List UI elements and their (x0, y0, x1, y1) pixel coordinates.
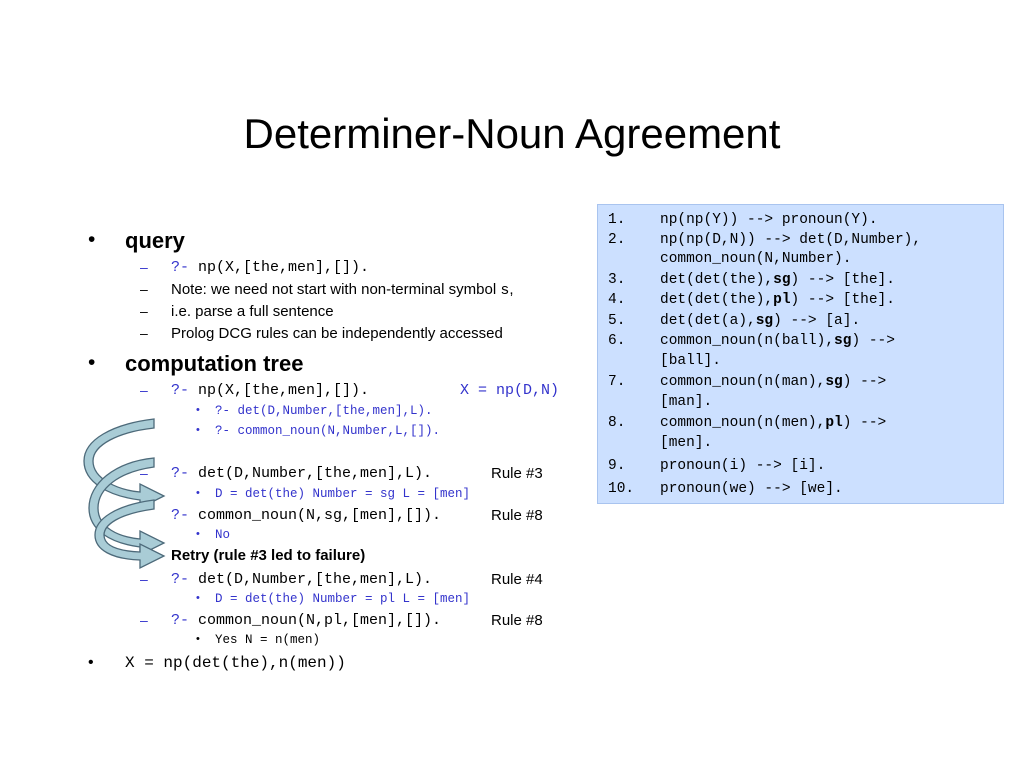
bullet-icon: • (88, 228, 96, 251)
bullet-icon: • (196, 528, 200, 540)
rule-number: 8. (608, 415, 626, 431)
dash-icon: – (140, 303, 148, 319)
tree-bullet: • computation tree (88, 351, 303, 376)
rule-label: Rule #4 (491, 571, 543, 588)
tree-result: X = np(D,N) (460, 382, 560, 399)
rule-line: pronoun(we) --> [we]. (660, 481, 843, 497)
dash-icon: – (140, 259, 148, 275)
dash-icon: – (140, 571, 148, 587)
dash-icon: – (140, 325, 148, 341)
dash-icon: – (140, 382, 148, 398)
rule-line: [ball]. (660, 353, 721, 369)
slide-title: Determiner-Noun Agreement (243, 110, 781, 157)
rule-label: Rule #3 (491, 465, 543, 482)
rule-number: 4. (608, 292, 626, 308)
rule-label: Rule #8 (491, 507, 543, 524)
rule-label: Rule #8 (491, 612, 543, 629)
rule-line: np(np(Y)) --> pronoun(Y). (660, 212, 878, 228)
rule-number: 2. (608, 232, 626, 248)
rule-number: 7. (608, 374, 626, 390)
rule-line: pronoun(i) --> [i]. (660, 458, 826, 474)
rule-line: common_noun(N,Number). (660, 251, 852, 267)
rule-line: [man]. (660, 394, 713, 410)
bullet-icon: • (88, 654, 94, 671)
rule-number: 3. (608, 272, 626, 288)
dash-icon: – (140, 465, 148, 481)
dash-icon: – (140, 612, 148, 628)
rule-number: 10. (608, 481, 635, 497)
query-bullet: • query (88, 228, 185, 253)
dash-icon: – (140, 281, 148, 297)
rule-line: det(det(a),sg) --> [a]. (660, 313, 861, 329)
backtrack-arrows (83, 418, 166, 570)
rule-line: common_noun(n(men),pl) --> (660, 415, 887, 431)
rule-number: 5. (608, 313, 626, 329)
rule-line: det(det(the),pl) --> [the]. (660, 292, 895, 308)
bullet-icon: • (196, 404, 200, 416)
rule-line: common_noun(n(ball),sg) --> (660, 333, 895, 349)
bullet-icon: • (196, 592, 200, 604)
rule-line: np(np(D,N)) --> det(D,Number), (660, 232, 922, 248)
bullet-icon: • (88, 351, 96, 374)
answer-bullet: • X = np(det(the),n(men)) (88, 654, 346, 672)
tree-label: computation tree (125, 351, 304, 376)
rule-line: [men]. (660, 435, 713, 451)
rule-line: det(det(the),sg) --> [the]. (660, 272, 895, 288)
rule-line: common_noun(n(man),sg) --> (660, 374, 887, 390)
bullet-icon: • (196, 487, 200, 499)
dcg-rules-panel: 1. np(np(Y)) --> pronoun(Y). 2. np(np(D,… (597, 204, 1004, 504)
curved-arrow-icon (94, 499, 166, 570)
rule-number: 1. (608, 212, 626, 228)
final-answer: X = np(det(the),n(men)) (125, 654, 346, 672)
rule-number: 6. (608, 333, 626, 349)
query-label: query (125, 228, 185, 253)
bullet-icon: • (196, 633, 200, 645)
bullet-icon: • (196, 424, 200, 436)
rule-number: 9. (608, 458, 626, 474)
